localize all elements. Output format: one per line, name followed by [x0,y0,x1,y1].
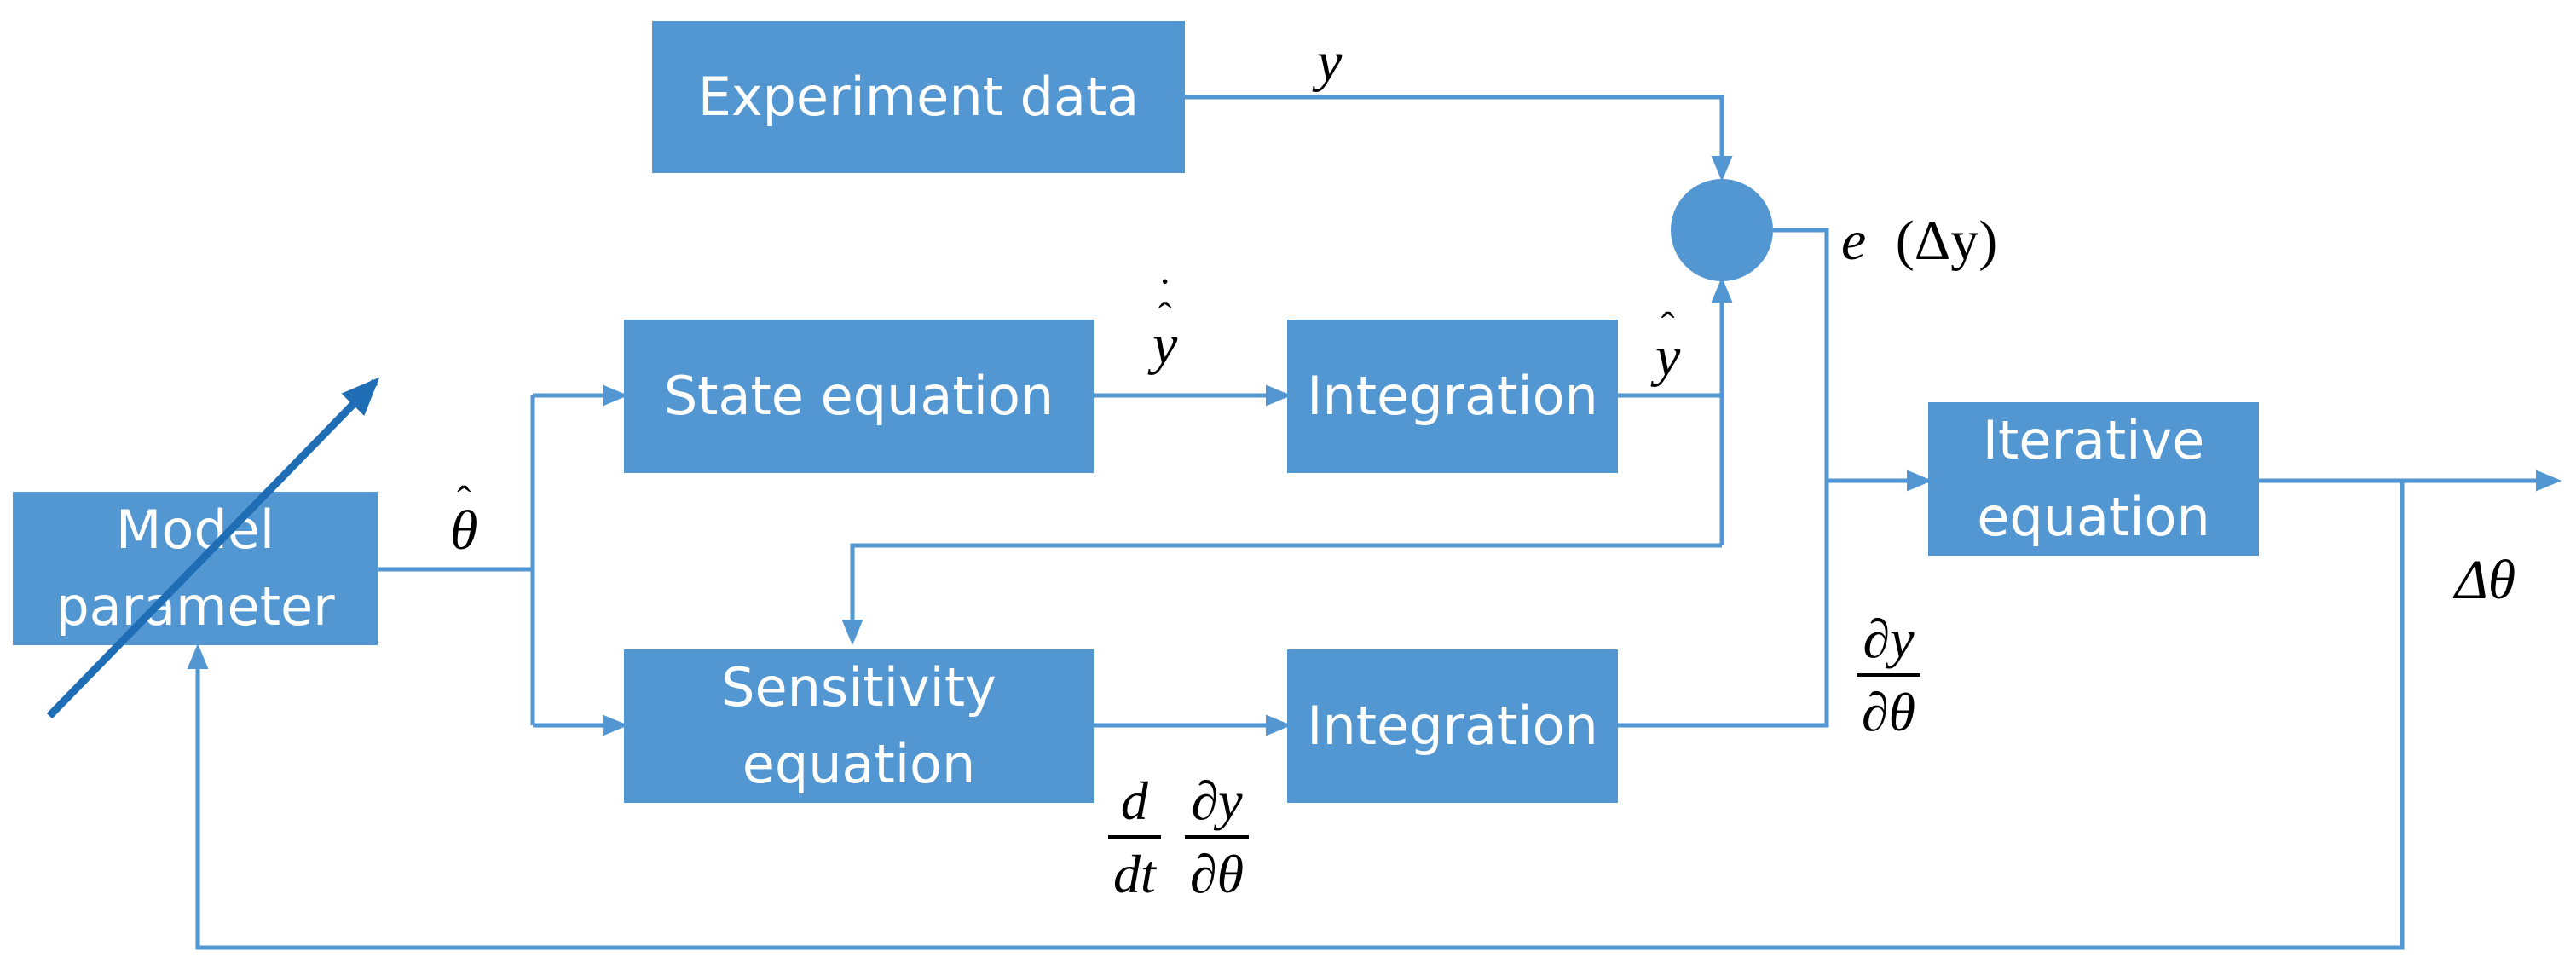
fraction-dy-dtheta: ∂y ∂θ [1857,612,1921,740]
fraction-d-dt: d dt [1108,774,1161,902]
summing-junction [1671,179,1773,281]
label-y-hat: y [1655,329,1680,385]
model-parameter-block: Model parameter [13,492,378,645]
arrow-yhat-to-sensitivity [841,543,1722,645]
model-parameter-label-line2: parameter [55,575,335,638]
label-theta-hat: θ [450,503,477,559]
integration-bottom-block: Integration [1287,649,1618,803]
state-equation-block: State equation [624,320,1094,473]
line-integration-bottom-to-iterative [1618,481,1829,728]
iterative-label-line1: Iterative [1982,409,2205,472]
sensitivity-equation-block: Sensitivity equation [624,649,1094,803]
sensitivity-label-line2: equation [742,733,976,795]
integration-top-label: Integration [1307,365,1598,428]
line-error-output [1773,228,1829,481]
experiment-data-label: Experiment data [697,66,1140,129]
label-error: e (Δy) [1841,210,1998,272]
fraction-sensitivity-dy-dtheta: ∂y ∂θ [1185,774,1250,902]
arrow-feedback-loop [187,481,2405,950]
iterative-equation-block: Iterative equation [1928,402,2259,556]
iterative-label-line2: equation [1977,486,2210,548]
experiment-data-block: Experiment data [652,21,1185,173]
sensitivity-label-line1: Sensitivity [721,656,996,719]
state-equation-label: State equation [663,365,1054,428]
label-y: y [1317,31,1343,93]
arrow-experiment-to-sum [1185,95,1733,182]
label-delta-theta: Δθ [2455,549,2516,611]
label-y-dot-hat: y [1152,317,1177,373]
integration-bottom-label: Integration [1307,695,1598,758]
integration-top-block: Integration [1287,320,1618,473]
